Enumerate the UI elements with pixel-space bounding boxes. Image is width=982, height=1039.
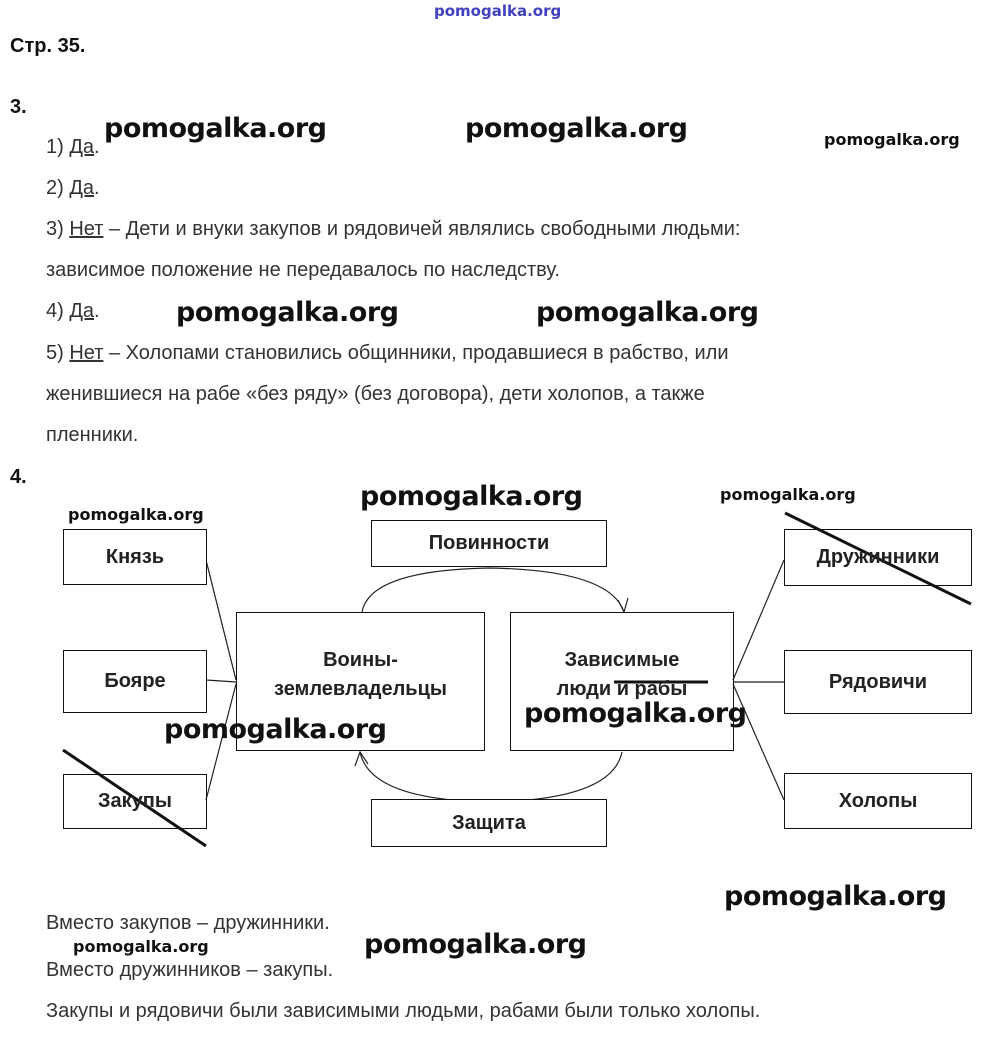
note-3: Закупы и рядовичи были зависимыми людьми…	[46, 1000, 761, 1022]
task3-line-4: зависимое положение не передавалось по н…	[46, 259, 560, 281]
strike-zakupy	[62, 748, 207, 848]
task3-line-5: 4) Да.	[46, 300, 100, 322]
box-ryadovichi: Рядовичи	[784, 650, 972, 714]
task3-line-7: женившиеся на рабе «без ряду» (без догов…	[46, 383, 705, 405]
watermark: pomogalka.org	[524, 698, 747, 729]
watermark: pomogalka.org	[364, 929, 587, 960]
watermark-small: pomogalka.org	[73, 937, 209, 956]
box-povinnosti: Повинности	[371, 520, 607, 567]
arc-bottom	[359, 751, 623, 803]
box-boyare: Бояре	[63, 650, 207, 713]
box-knyaz: Князь	[63, 529, 207, 585]
watermark: pomogalka.org	[724, 881, 947, 912]
task3-line-8: пленники.	[46, 424, 139, 446]
task3-line-6: 5) Нет – Холопами становились общинники,…	[46, 342, 729, 364]
box-holopy: Холопы	[784, 773, 972, 829]
page-reference: Стр. 35.	[10, 35, 86, 57]
watermark: pomogalka.org	[465, 113, 688, 144]
task-4-number: 4.	[10, 466, 27, 488]
strike-druzhinniki	[784, 511, 972, 606]
watermark: pomogalka.org	[104, 113, 327, 144]
connector-knyaz	[205, 559, 237, 681]
arrow-bottom	[354, 750, 369, 767]
connector-holopy	[732, 683, 785, 801]
box-zakupy: Закупы	[63, 774, 207, 829]
connector-boyare	[205, 679, 237, 683]
box-zavisimye-lyudi: Зависимые люди и рабы	[510, 612, 734, 751]
arrow-top	[617, 597, 629, 614]
connector-druzhinniki	[732, 559, 785, 681]
watermark: pomogalka.org	[360, 481, 583, 512]
watermark-top: pomogalka.org	[434, 2, 562, 20]
task-3-number: 3.	[10, 96, 27, 118]
box-druzhinniki: Дружинники	[784, 529, 972, 586]
note-1: Вместо закупов – дружинники.	[46, 912, 330, 934]
box-zashchita: Защита	[371, 799, 607, 847]
watermark-small: pomogalka.org	[68, 505, 204, 524]
watermark-small: pomogalka.org	[824, 130, 960, 149]
watermark: pomogalka.org	[536, 297, 759, 328]
watermark: pomogalka.org	[176, 297, 399, 328]
task3-line-2: 2) Да.	[46, 177, 100, 199]
box-voiny-zemlevladeltsy: Воины- землевладельцы	[236, 612, 485, 751]
watermark: pomogalka.org	[164, 714, 387, 745]
arc-top	[361, 567, 625, 613]
task3-line-1: 1) Да.	[46, 136, 100, 158]
note-2: Вместо дружинников – закупы.	[46, 959, 334, 981]
connector-zakupy	[205, 683, 237, 801]
task3-line-3: 3) Нет – Дети и внуки закупов и рядовиче…	[46, 218, 741, 240]
watermark-small: pomogalka.org	[720, 485, 856, 504]
